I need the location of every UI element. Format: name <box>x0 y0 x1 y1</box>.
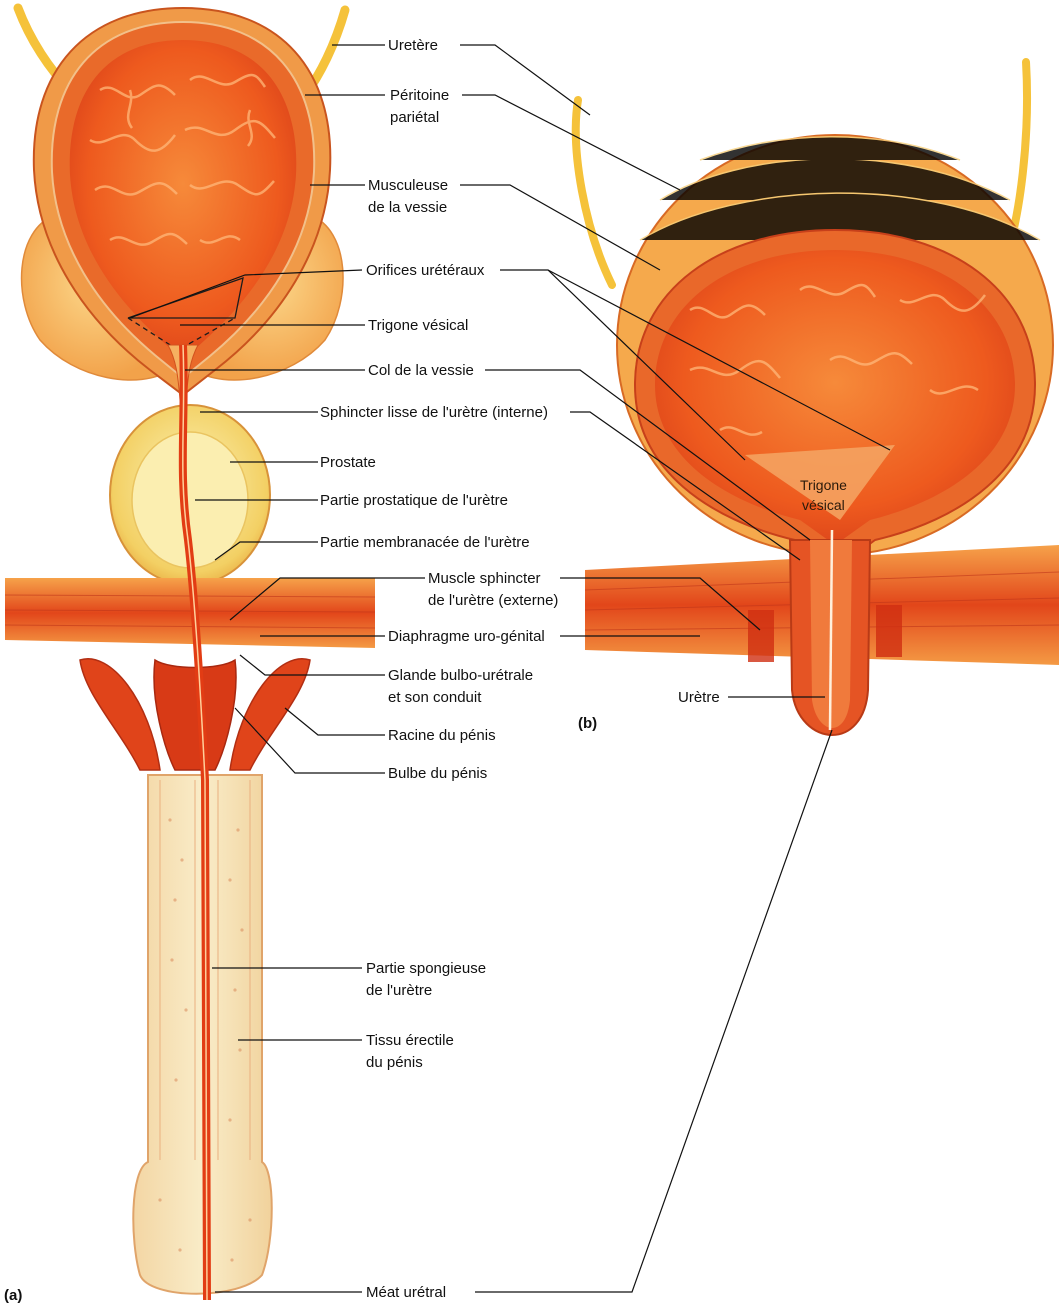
panel-label-b: (b) <box>578 715 597 732</box>
label-peritoine-2: pariétal <box>390 109 439 126</box>
label-col: Col de la vessie <box>368 362 474 379</box>
panel-label-a: (a) <box>4 1287 22 1304</box>
label-tissu-2: du pénis <box>366 1054 423 1071</box>
label-spongieuse-2: de l'urètre <box>366 982 432 999</box>
label-tissu-1: Tissu érectile <box>366 1032 454 1049</box>
label-racine: Racine du pénis <box>388 727 496 744</box>
label-orifices: Orifices urétéraux <box>366 262 485 279</box>
label-glande-2: et son conduit <box>388 689 482 706</box>
label-meat: Méat urétral <box>366 1284 446 1301</box>
label-spongieuse-1: Partie spongieuse <box>366 960 486 977</box>
label-musculeuse-1: Musculeuse <box>368 177 448 194</box>
label-muscle-sphincter-2: de l'urètre (externe) <box>428 592 558 609</box>
penile-bulb <box>154 660 236 770</box>
label-sphincter-lisse: Sphincter lisse de l'urètre (interne) <box>320 404 548 421</box>
left-crus <box>80 659 160 770</box>
label-urethre-b: Urètre <box>678 689 720 706</box>
label-uretere: Uretère <box>388 37 438 54</box>
label-musculeuse-2: de la vessie <box>368 199 447 216</box>
label-bulbe: Bulbe du pénis <box>388 765 487 782</box>
label-partie-membranacee: Partie membranacée de l'urètre <box>320 534 530 551</box>
label-trigone: Trigone vésical <box>368 317 468 334</box>
label-diaphragme: Diaphragme uro-génital <box>388 628 545 645</box>
label-muscle-sphincter-1: Muscle sphincter <box>428 570 541 587</box>
label-prostate: Prostate <box>320 454 376 471</box>
left-ureter-b <box>576 100 612 285</box>
panel-b-illustration <box>576 62 1059 735</box>
label-peritoine-1: Péritoine <box>390 87 449 104</box>
label-partie-prostatique: Partie prostatique de l'urètre <box>320 492 508 509</box>
label-trigone-b-2: vésical <box>802 497 845 513</box>
panel-a-illustration <box>5 8 375 1300</box>
label-trigone-b-1: Trigone <box>800 477 847 493</box>
label-glande-1: Glande bulbo-urétrale <box>388 667 533 684</box>
